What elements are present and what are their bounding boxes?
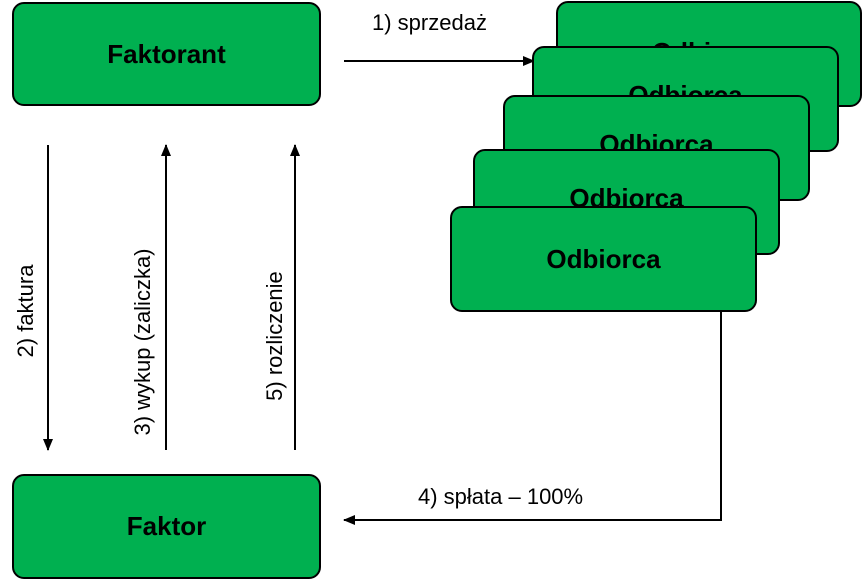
label-wykup: 3) wykup (zaliczka) [130,248,155,436]
label-splata: 4) spłata – 100% [418,484,584,509]
node-faktor: Faktor [12,474,321,579]
label-rozliczenie: 5) rozliczenie [262,271,287,401]
node-odbiorca-1: Odbiorca [450,206,757,312]
label-sprzedaz: 1) sprzedaż [372,10,487,35]
arrow-splata [343,312,722,525]
node-faktorant: Faktorant [12,2,321,106]
label-faktura: 2) faktura [13,264,38,358]
